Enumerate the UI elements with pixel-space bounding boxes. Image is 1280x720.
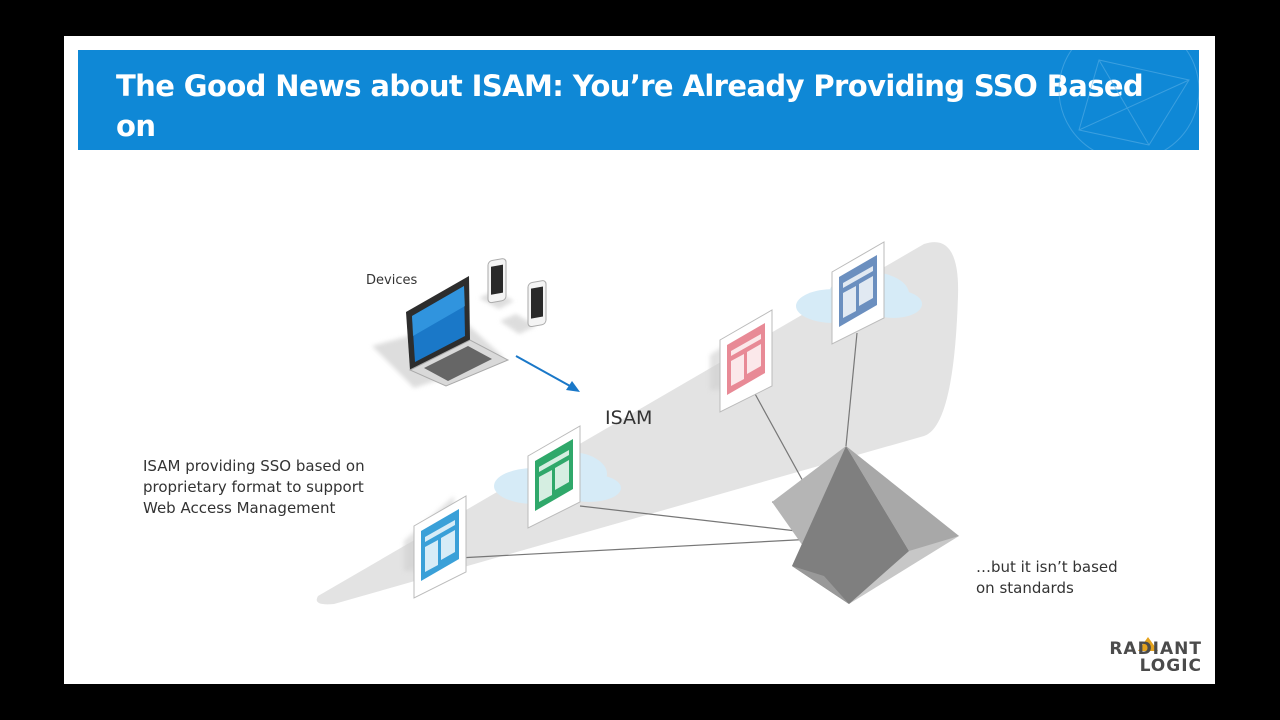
slide: The Good News about ISAM: You’re Already… xyxy=(64,36,1215,684)
sso-caption-line-1: ISAM providing SSO based on xyxy=(143,457,365,475)
logo-line-2: LOGIC xyxy=(1139,656,1202,676)
isam-label: ISAM xyxy=(605,407,653,429)
title-line-1: The Good News about ISAM: You’re Already… xyxy=(116,69,1144,143)
standards-caption-line-1: …but it isn’t based xyxy=(976,558,1118,576)
sso-caption-line-2: proprietary format to support xyxy=(143,478,364,496)
page-title: The Good News about ISAM: You’re Already… xyxy=(116,66,1186,183)
devices-label: Devices xyxy=(366,273,418,288)
phone-icon xyxy=(500,280,547,334)
standards-caption-line-2: on standards xyxy=(976,579,1074,597)
standards-caption: …but it isn’t based on standards xyxy=(976,557,1118,599)
app-window-icon xyxy=(831,241,885,345)
phone-icon xyxy=(479,258,514,309)
laptop-icon xyxy=(372,276,510,388)
app-window-icon xyxy=(527,425,581,529)
title-line-2: Proprietary Methods… xyxy=(116,149,471,183)
sso-caption: ISAM providing SSO based on proprietary … xyxy=(143,456,365,519)
isam-diagram xyxy=(316,241,959,605)
radiant-logic-logo: RADIANT LOGIC xyxy=(1072,637,1202,676)
app-window-icon xyxy=(404,495,467,599)
logo-line-1: RADIANT xyxy=(1109,639,1202,659)
banner-decoration xyxy=(1058,50,1199,150)
pyramid-icon xyxy=(772,446,959,604)
isam-platform xyxy=(316,242,959,605)
sso-caption-line-3: Web Access Management xyxy=(143,499,336,517)
app-window-icon xyxy=(710,309,773,413)
logo-mark-icon xyxy=(1138,637,1158,651)
arrow-icon xyxy=(515,355,580,392)
title-banner: The Good News about ISAM: You’re Already… xyxy=(78,50,1199,150)
